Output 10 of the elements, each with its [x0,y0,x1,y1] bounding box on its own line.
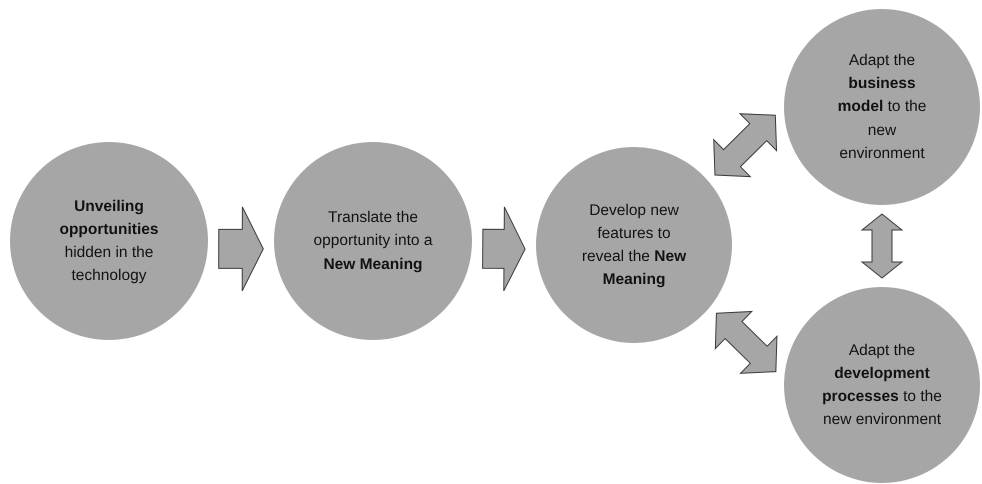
node-text: Translate the opportunity into a New Meaning [313,208,433,275]
block-arrow [860,213,904,279]
node-text: Develop new features to reveal the New Meaning [580,200,688,290]
node-text: Adapt the business model to the new environment [836,50,928,164]
block-arrow [482,206,526,292]
block-arrow [218,206,264,292]
block-arrow [713,113,778,178]
node-text: Unveiling opportunities hidden in the technology [58,196,160,286]
block-arrow [714,310,778,374]
node-text: Adapt the development processes to the new environment [822,340,942,430]
